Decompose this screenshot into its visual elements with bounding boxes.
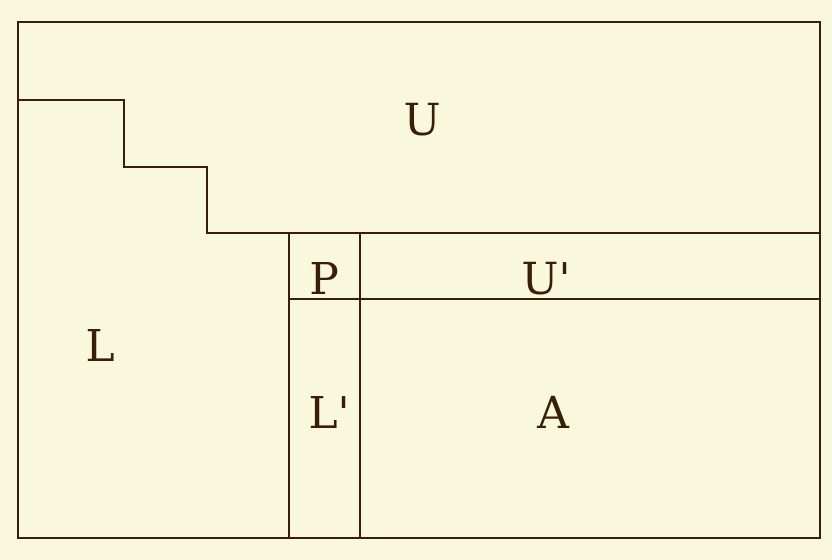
matrix-outer-border — [17, 21, 821, 539]
label-u: U — [403, 95, 440, 146]
staircase-boundary — [18, 99, 820, 234]
label-l-prime: L' — [308, 388, 349, 439]
label-u-prime: U' — [521, 254, 570, 305]
label-l: L — [85, 321, 114, 372]
label-p: P — [309, 254, 339, 305]
label-a: A — [536, 388, 570, 439]
